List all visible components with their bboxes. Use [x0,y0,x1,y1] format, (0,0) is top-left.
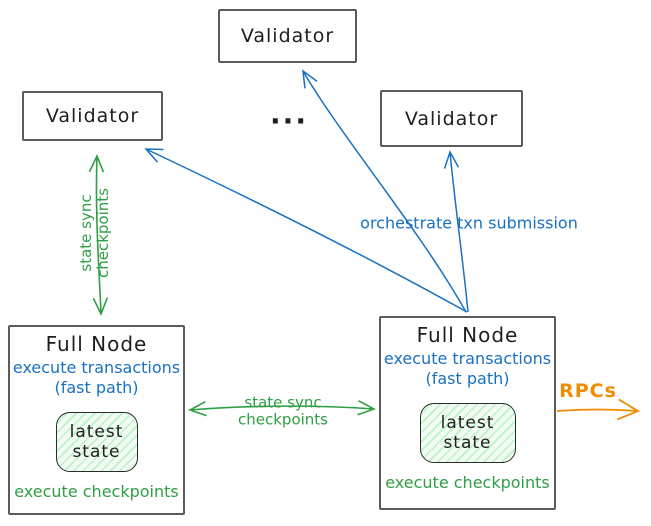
full-node-left-title: Full Node [45,332,148,356]
full-node-left-execute-transactions-label: execute transactions [12,358,181,377]
latest-state-left-line2: state [72,442,121,462]
state-sync-checkpoints-label-vertical: state sync checkpoints [77,188,112,278]
arrow-orchestrate-to-left-validator [144,148,468,313]
full-node-right-execute-transactions-label: execute transactions [383,349,552,368]
ellipsis-label: ... [270,97,308,131]
arrow-state-sync-horizontal [188,400,376,417]
state-sync-horizontal-line2: checkpoints [238,410,328,428]
validator-right-label: Validator [404,107,499,130]
latest-state-left-line1: latest [69,422,124,442]
state-sync-horizontal-line1: state sync [244,393,322,412]
state-sync-vertical-line2: checkpoints [94,188,112,278]
latest-state-box-right: latest state [419,403,516,463]
state-sync-checkpoints-label-horizontal: state sync checkpoints [238,393,328,428]
full-node-left-fast-path-label: (fast path) [54,378,139,397]
full-node-right-title: Full Node [416,323,519,347]
validator-box-left: Validator [22,91,163,141]
validator-box-top: Validator [218,9,357,63]
rpcs-label: RPCs [559,380,617,402]
orchestrate-txn-submission-label: orchestrate txn submission [360,213,578,233]
validator-left-label: Validator [45,105,140,127]
full-node-right-execute-checkpoints-label: execute checkpoints [385,473,550,492]
state-sync-vertical-line1: state sync [77,194,95,272]
arrow-state-sync-vertical [88,154,109,316]
arrow-orchestrate-to-top-validator [302,69,467,313]
validator-top-label: Validator [240,25,335,47]
latest-state-box-left: latest state [55,412,138,472]
full-node-box-right: Full Node execute transactions (fast pat… [379,316,556,510]
full-node-box-left: Full Node execute transactions (fast pat… [8,325,185,515]
arrow-orchestrate-to-right-validator [443,150,469,313]
latest-state-right-line1: latest [440,413,495,433]
full-node-right-fast-path-label: (fast path) [425,369,510,388]
latest-state-right-line2: state [443,433,492,453]
full-node-left-execute-checkpoints-label: execute checkpoints [14,482,179,501]
validator-box-right: Validator [380,90,523,147]
arrow-rpcs [556,398,641,421]
